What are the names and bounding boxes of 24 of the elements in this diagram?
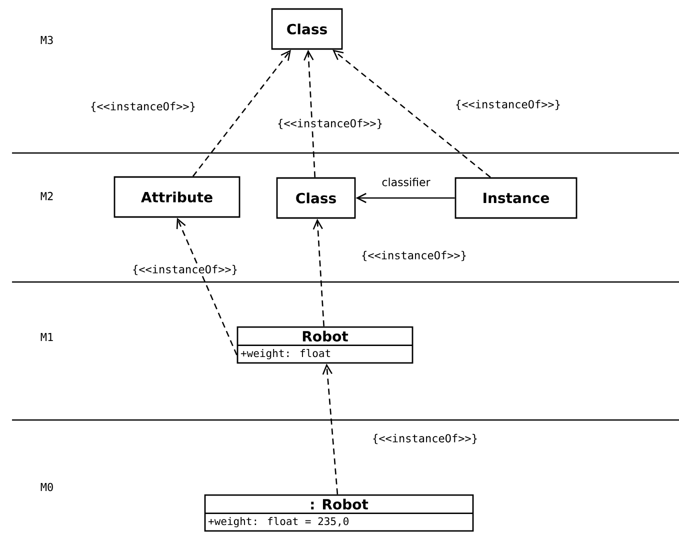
arrow	[312, 218, 325, 326]
edge-label: {<<instanceOf>>}	[454, 98, 562, 112]
class-box: Robot +weight: float	[236, 326, 414, 364]
edge-label: {<<instanceOf>>}	[360, 250, 468, 262]
arrow	[192, 50, 291, 177]
level-label: M0	[40, 482, 53, 492]
class-box: Class	[271, 8, 343, 50]
edge-label: {<<instanceOf>>}	[276, 118, 384, 130]
edge-label: {<<instanceOf>>}	[89, 100, 197, 114]
arrow	[332, 50, 491, 178]
edge-label: {<<instanceOf>>}	[371, 432, 479, 446]
level-label: M1	[40, 333, 53, 341]
arrow	[356, 192, 455, 204]
class-box: : Robot +weight: float = 235,0	[204, 494, 474, 532]
arrow	[176, 218, 238, 356]
class-box: Attribute	[114, 176, 240, 218]
level-label: M3	[40, 36, 53, 44]
level-label: M2	[40, 192, 53, 200]
class-box: Instance	[454, 177, 578, 219]
arrow	[304, 50, 316, 178]
arrow	[322, 364, 338, 494]
class-box: Class	[276, 177, 356, 219]
edge-label: classifier	[380, 176, 432, 188]
edge-label: {<<instanceOf>>}	[131, 264, 239, 276]
